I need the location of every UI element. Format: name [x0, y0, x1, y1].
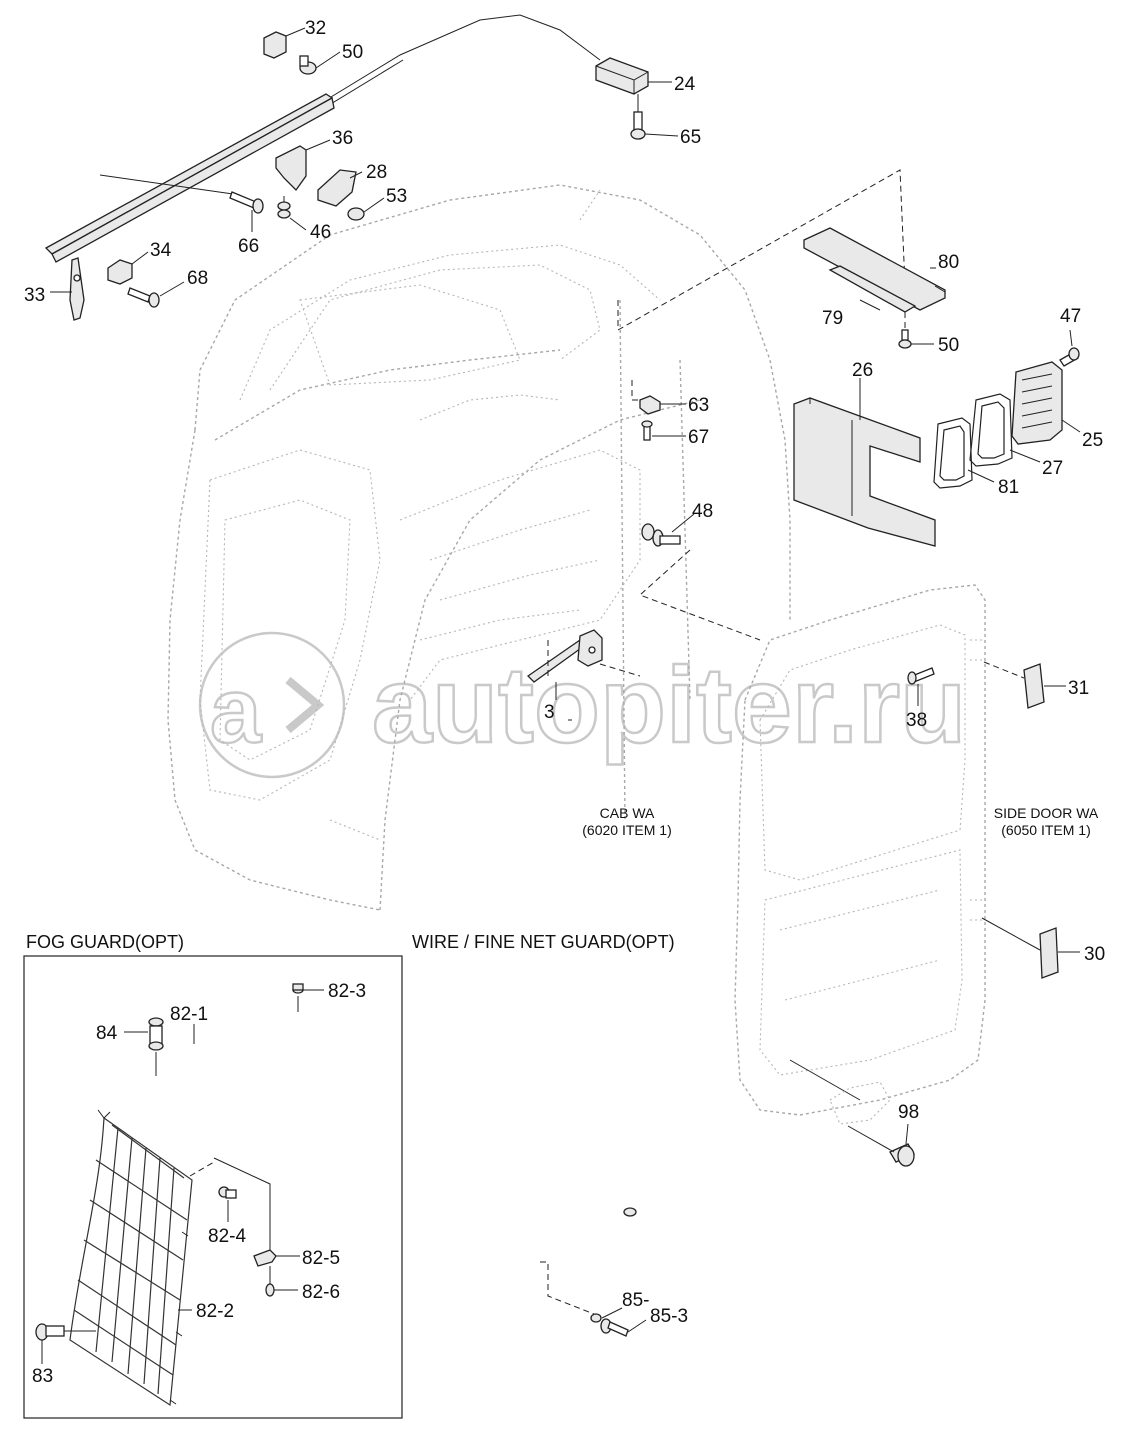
wire-guard-title: WIRE / FINE NET GUARD(OPT) — [412, 932, 675, 952]
callout-79: 79 — [822, 308, 843, 329]
leader-80 — [617, 169, 906, 331]
part-83-bolt — [35, 1323, 96, 1364]
callout-82-4: 82-4 — [208, 1226, 246, 1247]
callout-85-3: 85-3 — [650, 1306, 688, 1327]
part-46-washer — [277, 196, 307, 231]
part-98-knob — [789, 1059, 915, 1167]
part-36-bracket — [275, 139, 331, 192]
callout-26: 26 — [852, 360, 873, 381]
callout-66: 66 — [238, 236, 259, 257]
callout-67: 67 — [688, 427, 709, 448]
part-63-clip — [631, 380, 686, 415]
part-79-strip — [828, 265, 917, 313]
fog-guard-box — [23, 955, 403, 1419]
callout-46: 46 — [310, 222, 331, 243]
callout-65: 65 — [680, 127, 701, 148]
part-47-bolt — [1059, 329, 1080, 367]
part-68-bolt — [127, 281, 185, 308]
part-3-handle — [526, 629, 641, 700]
part-65-bolt — [630, 94, 679, 140]
callout-85: 85- — [622, 1290, 649, 1311]
part-28-plate — [317, 169, 363, 207]
part-66-bolt — [229, 191, 264, 232]
callout-50: 50 — [342, 42, 363, 63]
part-53-nut — [347, 197, 385, 221]
callout-3: 3 — [544, 702, 555, 723]
callout-50b: 50 — [938, 335, 959, 356]
part-38-screw — [907, 667, 935, 706]
part-34-clip — [107, 251, 149, 285]
callout-32: 32 — [305, 18, 326, 39]
callout-83: 83 — [32, 1366, 53, 1387]
part-24-switch — [595, 57, 672, 95]
callout-81: 81 — [998, 477, 1019, 498]
cab-wa-note-line1: CAB WA — [600, 805, 655, 821]
part-85-3-bolt — [600, 1318, 647, 1337]
side-door-note-line1: SIDE DOOR WA — [994, 805, 1099, 821]
watermark-logo-circle — [198, 631, 346, 779]
callout-33: 33 — [24, 285, 45, 306]
callout-80: 80 — [938, 252, 959, 273]
callout-labels: 32 50 24 65 36 28 53 66 46 34 68 33 80 7… — [24, 18, 1105, 1387]
callout-82-3: 82-3 — [328, 981, 366, 1002]
side-door-outline — [734, 584, 986, 1116]
callout-25: 25 — [1082, 430, 1103, 451]
part-48-bolt — [641, 513, 695, 547]
watermark-logo-arrow-icon — [285, 676, 325, 734]
callout-82-2: 82-2 — [196, 1301, 234, 1322]
watermark-logo-a-icon: a — [210, 660, 262, 762]
leader-48 — [639, 549, 761, 641]
cab-wa-outline — [167, 184, 791, 911]
callout-68: 68 — [187, 268, 208, 289]
side-door-note-line2: (6050 ITEM 1) — [1001, 822, 1090, 838]
part-80-plate — [803, 227, 946, 311]
part-82-6-screw — [265, 1266, 298, 1297]
callout-53: 53 — [386, 186, 407, 207]
part-82-4-bolt — [189, 1161, 237, 1222]
callout-48: 48 — [692, 501, 713, 522]
part-33-latch — [50, 257, 85, 321]
cable-wire — [284, 14, 601, 126]
callout-28: 28 — [366, 162, 387, 183]
watermark: a autopiter.ru — [198, 631, 967, 779]
watermark-text: autopiter.ru — [372, 644, 966, 765]
part-26-insulation — [793, 378, 936, 547]
assembly-notes: CAB WA (6020 ITEM 1) SIDE DOOR WA (6050 … — [582, 805, 1099, 838]
callout-63: 63 — [688, 395, 709, 416]
callout-82-5: 82-5 — [302, 1248, 340, 1269]
part-67-screw — [641, 420, 686, 441]
callout-24: 24 — [674, 74, 696, 95]
callout-31: 31 — [1068, 678, 1089, 699]
callout-30: 30 — [1084, 944, 1105, 965]
callout-36: 36 — [332, 128, 353, 149]
callout-34: 34 — [150, 240, 172, 261]
part-50-bolt — [299, 51, 341, 75]
part-31-striker — [983, 661, 1066, 709]
part-84-bolt — [124, 1017, 164, 1076]
callout-82-1: 82-1 — [170, 1004, 208, 1025]
callout-47: 47 — [1060, 306, 1081, 327]
callout-27: 27 — [1042, 458, 1063, 479]
part-32-bracket — [263, 27, 306, 59]
part-85-washer — [540, 1207, 637, 1323]
rail-strip — [44, 93, 335, 263]
part-25-grille — [1011, 361, 1081, 445]
callout-82-6: 82-6 — [302, 1282, 340, 1303]
part-82-3-nut — [292, 983, 324, 1012]
callout-98: 98 — [898, 1102, 919, 1123]
part-81-gasket — [933, 417, 995, 489]
part-30-striker — [981, 917, 1080, 979]
cab-wa-note-line2: (6020 ITEM 1) — [582, 822, 671, 838]
fog-guard-title: FOG GUARD(OPT) — [26, 932, 184, 952]
part-50b-bolt — [898, 312, 934, 349]
part-82-2-grid — [69, 1109, 193, 1407]
part-82-5-latch — [213, 1157, 300, 1267]
callout-84: 84 — [96, 1023, 118, 1044]
callout-38: 38 — [906, 710, 927, 731]
